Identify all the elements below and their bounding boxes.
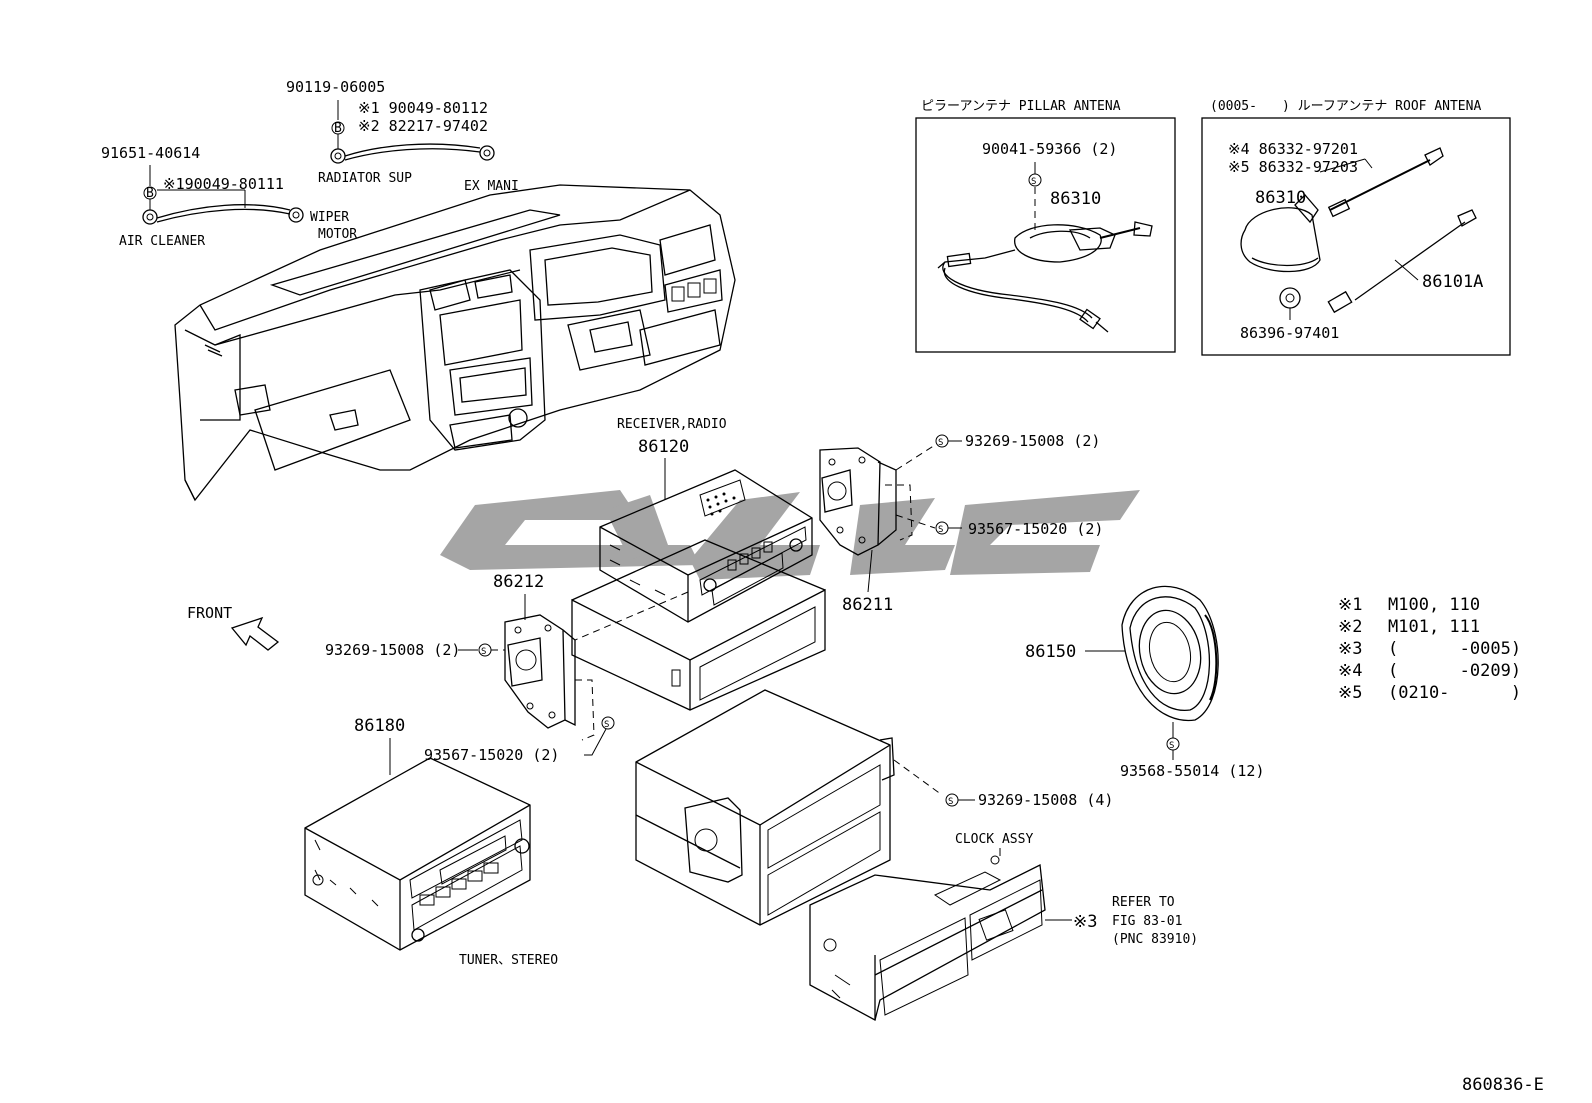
label-86211: 86211 [842, 595, 893, 615]
label-86212: 86212 [493, 572, 544, 592]
roof-antenna-title-b: ) ルーフアンテナ ROOF ANTENA [1282, 99, 1481, 114]
receiver-radio-unit [599, 469, 813, 623]
speaker-86150: S [1121, 585, 1219, 760]
ground-strap-radiator: B [330, 100, 495, 164]
note-key: ※3 [1338, 639, 1362, 659]
double-din-frame [635, 689, 943, 926]
svg-text:S: S [604, 720, 609, 730]
label-note3-mark: ※3 [1073, 912, 1097, 932]
label-86120: 86120 [638, 437, 689, 457]
s-mark-93567-left: S [584, 716, 615, 756]
label-fig-83-01: FIG 83-01 [1112, 914, 1182, 929]
label-86310-pillar: 86310 [1050, 189, 1101, 209]
label-note5-86332-97203: ※5 86332-97203 [1228, 158, 1358, 176]
label-refer-to: REFER TO [1112, 895, 1175, 910]
roof-antenna-panel [1201, 117, 1511, 356]
note-value: (0210- ) [1388, 683, 1521, 703]
note-key: ※5 [1338, 683, 1362, 703]
svg-text:B: B [334, 121, 342, 136]
label-note1-190049-80111: ※190049-80111 [163, 175, 284, 193]
note-key: ※1 [1338, 595, 1362, 615]
label-tuner-stereo: TUNER、STEREO [459, 953, 558, 968]
tuner-stereo-unit [304, 757, 531, 951]
label-clock-assy: CLOCK ASSY [955, 832, 1033, 847]
label-90041-59366: 90041-59366 (2) [982, 140, 1117, 158]
svg-text:S: S [938, 438, 943, 448]
svg-text:S: S [481, 647, 486, 657]
label-note1-90049-80112: ※1 90049-80112 [358, 99, 488, 117]
pillar-antenna-panel: S [915, 117, 1176, 353]
label-86150: 86150 [1025, 642, 1076, 662]
label-note2-82217-97402: ※2 82217-97402 [358, 117, 488, 135]
note-key: ※2 [1338, 617, 1362, 637]
svg-text:S: S [1031, 177, 1036, 187]
note-value: M100, 110 [1388, 595, 1480, 615]
roof-antenna-title-a: (0005- [1210, 99, 1257, 114]
label-93567-15020-left: 93567-15020 (2) [424, 746, 559, 764]
clock-pocket-assy [809, 848, 1046, 1021]
svg-text:S: S [948, 797, 953, 807]
label-86310-roof: 86310 [1255, 188, 1306, 208]
radio-vent-dots [706, 492, 736, 516]
note-key: ※4 [1338, 661, 1362, 681]
label-93269-15008-bottom: 93269-15008 (4) [978, 791, 1113, 809]
label-86396-97401: 86396-97401 [1240, 324, 1339, 342]
label-93568-55014: 93568-55014 (12) [1120, 762, 1265, 780]
label-93269-15008-left: 93269-15008 (2) [325, 641, 460, 659]
label-86101a: 86101A [1422, 272, 1483, 292]
ground-strap-air-cleaner: B [142, 165, 304, 225]
label-93567-15020-right: 93567-15020 (2) [968, 520, 1103, 538]
front-label: FRONT [187, 604, 232, 622]
label-motor: MOTOR [318, 227, 357, 242]
label-air-cleaner: AIR CLEANER [119, 234, 205, 249]
s-mark-93269-left: S [478, 643, 505, 657]
note-value: ( -0005) [1388, 639, 1521, 659]
label-93269-15008-top: 93269-15008 (2) [965, 432, 1100, 450]
diagram-id: 860836-E [1462, 1075, 1544, 1095]
s-mark-93567-right: S [935, 521, 962, 535]
leader-86211 [867, 549, 873, 593]
instrument-panel [174, 184, 736, 502]
label-pnc-83910: (PNC 83910) [1112, 932, 1198, 947]
label-note4-86332-97201: ※4 86332-97201 [1228, 140, 1358, 158]
s-mark-93269-bottom: S [945, 793, 975, 807]
svg-text:S: S [1169, 741, 1174, 751]
watermark-logo [440, 490, 1140, 580]
front-arrow-icon [230, 616, 280, 651]
label-wiper: WIPER [310, 210, 349, 225]
note-value: ( -0209) [1388, 661, 1521, 681]
bracket-86211 [819, 444, 936, 556]
svg-text:B: B [146, 186, 154, 201]
label-receiver-radio: RECEIVER,RADIO [617, 417, 727, 432]
s-mark-93269-top: S [935, 434, 962, 448]
label-90119-06005: 90119-06005 [286, 78, 385, 96]
label-91651-40614: 91651-40614 [101, 144, 200, 162]
pillar-antenna-title: ピラーアンテナ PILLAR ANTENA [921, 99, 1121, 114]
svg-text:S: S [938, 525, 943, 535]
radio-pocket [571, 539, 826, 711]
label-radiator-sup: RADIATOR SUP [318, 171, 412, 186]
bracket-86212 [504, 614, 595, 741]
label-86180: 86180 [354, 716, 405, 736]
label-ex-mani: EX MANI [464, 179, 519, 194]
note-value: M101, 111 [1388, 617, 1480, 637]
notes-legend: ※1 M100, 110 ※2 M101, 111 ※3 ( -0005) ※4… [1338, 595, 1521, 703]
